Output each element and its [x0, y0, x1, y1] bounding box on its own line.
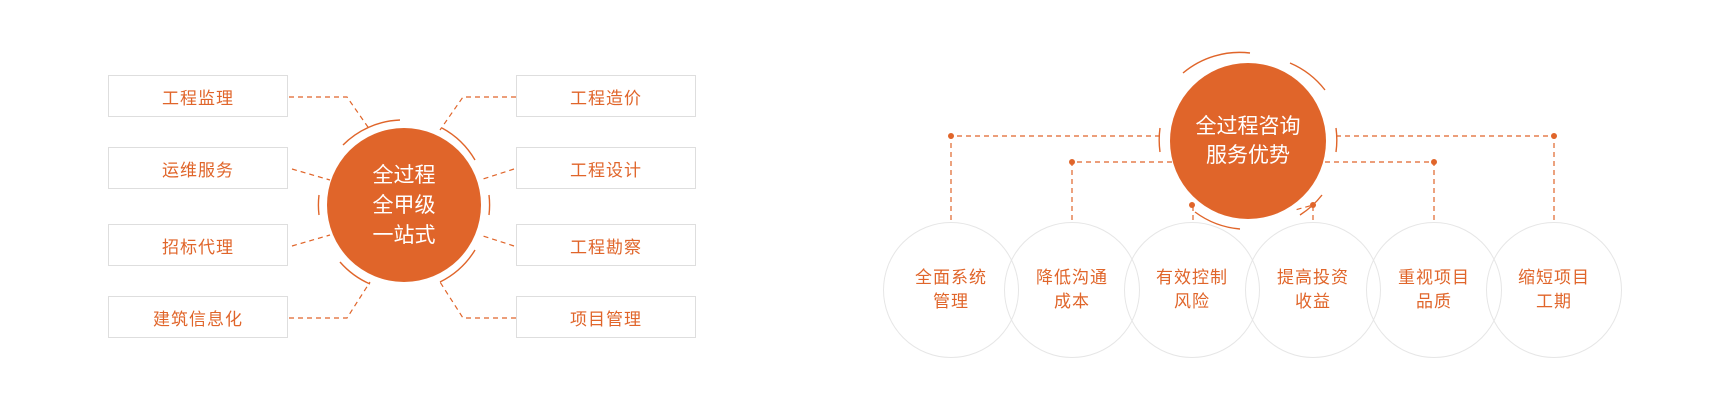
advantage-circle-1: 全面系统 管理 — [883, 222, 1019, 358]
hub-right-arc-3 — [1335, 127, 1338, 153]
service-box-right-1: 工程造价 — [516, 75, 696, 117]
connector-right-2 — [479, 168, 515, 181]
service-box-right-4: 项目管理 — [516, 296, 696, 338]
connector-adv-6 — [1335, 135, 1555, 220]
connector-right-1 — [439, 96, 516, 131]
service-box-right-3: 工程勘察 — [516, 224, 696, 266]
service-box-right-2: 工程设计 — [516, 147, 696, 189]
advantage-line: 品质 — [1416, 292, 1452, 312]
advantage-circle-5: 重视项目 品质 — [1366, 222, 1502, 358]
connector-adv-2 — [1071, 161, 1175, 220]
advantage-line: 全面系统 — [915, 268, 987, 288]
advantage-line: 管理 — [933, 292, 969, 312]
connector-dot-1 — [948, 133, 954, 139]
service-box-left-1: 工程监理 — [108, 75, 288, 117]
advantage-circle-3: 有效控制 风险 — [1124, 222, 1260, 358]
hub-left-arc-4 — [439, 249, 476, 283]
hub-left-arc-6 — [317, 194, 320, 216]
hub-consulting-advantages: 全过程咨询 服务优势 — [1170, 63, 1326, 219]
hub-right-arc-4 — [1299, 194, 1323, 216]
service-box-left-4: 建筑信息化 — [108, 296, 288, 338]
connector-dot-5 — [1431, 159, 1437, 165]
connector-left-4 — [289, 281, 371, 319]
hub-right-line-2: 服务优势 — [1206, 143, 1290, 167]
hub-right-arc-1 — [1182, 51, 1251, 74]
advantage-circle-4: 提高投资 收益 — [1245, 222, 1381, 358]
connector-adv-5 — [1325, 161, 1435, 220]
advantage-line: 降低沟通 — [1036, 268, 1108, 288]
connector-adv-1 — [950, 135, 1162, 220]
hub-left-line-3: 一站式 — [372, 223, 436, 247]
connector-dot-3 — [1189, 202, 1195, 208]
hub-left-arc-3 — [488, 194, 491, 216]
service-box-left-2: 运维服务 — [108, 147, 288, 189]
hub-right-line-1: 全过程咨询 — [1195, 114, 1301, 138]
advantage-line: 重视项目 — [1398, 268, 1470, 288]
connector-right-4 — [439, 281, 516, 319]
advantage-line: 缩短项目 — [1518, 268, 1590, 288]
advantage-line: 成本 — [1054, 292, 1090, 312]
connector-left-1 — [289, 96, 371, 131]
service-box-left-3: 招标代理 — [108, 224, 288, 266]
connector-adv-4 — [1294, 204, 1314, 220]
advantage-circle-2: 降低沟通 成本 — [1004, 222, 1140, 358]
connector-left-2 — [291, 168, 331, 181]
hub-right-arc-2 — [1289, 62, 1326, 91]
advantage-line: 风险 — [1174, 292, 1210, 312]
advantage-circle-6: 缩短项目 工期 — [1486, 222, 1622, 358]
connector-dot-2 — [1069, 159, 1075, 165]
hub-right-arc-6 — [1158, 127, 1161, 153]
connector-right-3 — [479, 234, 515, 247]
hub-left-line-2: 全甲级 — [372, 193, 436, 217]
connector-dot-6 — [1551, 133, 1557, 139]
hub-left-arc-2 — [441, 127, 476, 161]
hub-left-arc-1 — [342, 119, 401, 146]
hub-left-line-1: 全过程 — [372, 163, 436, 187]
hub-right-arc-5 — [1194, 211, 1241, 230]
hub-full-process: 全过程 全甲级 一站式 — [327, 128, 481, 282]
advantage-line: 工期 — [1536, 292, 1572, 312]
hub-left-arc-5 — [339, 261, 371, 285]
advantage-line: 有效控制 — [1156, 268, 1228, 288]
advantage-line: 收益 — [1295, 292, 1331, 312]
advantage-line: 提高投资 — [1277, 268, 1349, 288]
connector-left-3 — [291, 234, 331, 247]
